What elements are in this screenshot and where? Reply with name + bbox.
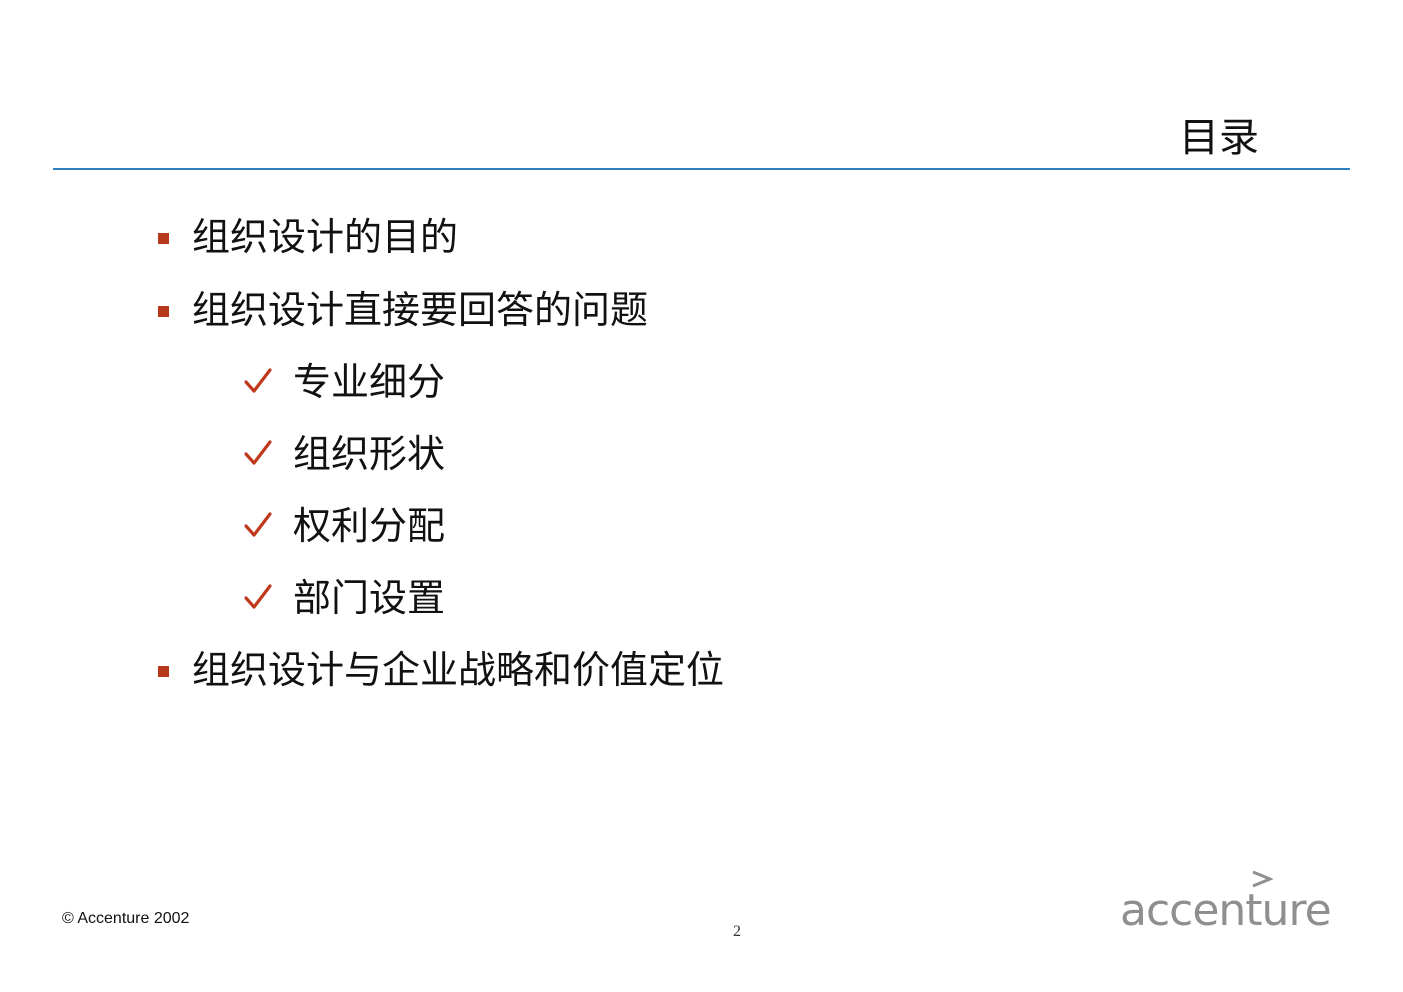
toc-subitem: 部门设置: [293, 576, 446, 620]
square-bullet-icon: [158, 306, 169, 317]
accenture-logo: accenture: [1120, 868, 1350, 936]
toc-subitem: 组织形状: [293, 432, 446, 476]
slide-title: 目录: [1179, 115, 1259, 161]
checkmark-icon: [244, 584, 272, 609]
toc-subitem: 专业细分: [293, 360, 446, 404]
toc-item: 组织设计与企业战略和价值定位: [192, 648, 725, 692]
toc-item: 组织设计的目的: [192, 215, 459, 259]
logo-wordmark: accenture: [1120, 885, 1332, 936]
checkmark-icon: [244, 440, 272, 465]
toc-item: 组织设计直接要回答的问题: [192, 288, 649, 332]
toc-subitem: 权利分配: [293, 504, 446, 548]
copyright-text: © Accenture 2002: [62, 910, 190, 927]
square-bullet-icon: [158, 666, 169, 677]
checkmark-icon: [244, 512, 272, 537]
checkmark-icon: [244, 368, 272, 393]
square-bullet-icon: [158, 233, 169, 244]
page-number: 2: [733, 923, 741, 940]
logo-chevron-icon: [1252, 870, 1273, 888]
title-divider: [53, 168, 1350, 170]
